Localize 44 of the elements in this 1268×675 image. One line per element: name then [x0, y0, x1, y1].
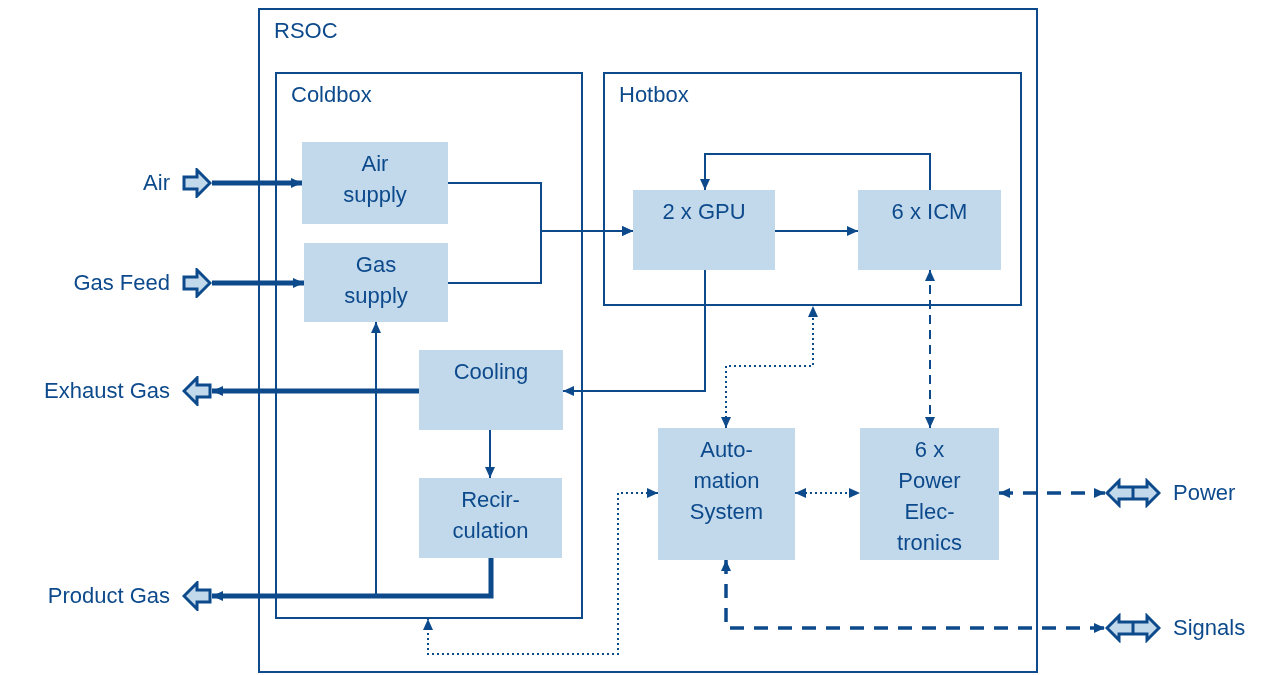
dotted-arrow: [423, 488, 659, 655]
process-box: [860, 428, 999, 560]
port-label: Product Gas: [47, 583, 170, 609]
dashed-arrow: [925, 269, 935, 429]
port-label: Air: [143, 170, 170, 196]
box-label: Gas supply: [343, 251, 409, 310]
group-title: Coldbox: [291, 82, 372, 108]
port-label: Exhaust Gas: [44, 378, 170, 404]
arrow: [212, 386, 419, 396]
dashed-arrow: [721, 560, 1105, 633]
box-label: 2 x GPU: [662, 198, 746, 226]
group-frame: [603, 72, 1022, 306]
group-title: RSOC: [274, 18, 338, 44]
process-box: [419, 350, 563, 430]
process-box: [858, 190, 1001, 270]
box-label: Cooling: [453, 358, 529, 386]
dotted-arrow: [794, 488, 861, 498]
box-label: 6 x ICM: [891, 198, 968, 226]
port-label: Power: [1173, 480, 1236, 506]
process-box: [304, 243, 448, 322]
process-box: [419, 478, 562, 558]
port-label: Signals: [1173, 615, 1246, 641]
dashed-arrow: [999, 488, 1105, 498]
box-label: Recir- culation: [451, 486, 530, 545]
arrow: [447, 226, 634, 284]
group-frame: [258, 8, 1038, 673]
process-box: [633, 190, 775, 270]
group-frame: [275, 72, 583, 619]
process-box: [658, 428, 795, 560]
arrow: [485, 429, 495, 479]
port-label: Gas Feed: [73, 270, 170, 296]
process-box: [302, 142, 448, 224]
arrow: [212, 178, 302, 188]
box-label: Air supply: [342, 150, 408, 209]
arrow: [212, 558, 494, 601]
group-title: Hotbox: [619, 82, 689, 108]
dotted-arrow: [721, 305, 818, 429]
arrow: [371, 321, 492, 597]
arrow: [562, 269, 706, 396]
box-label: 6 x Power Elec- tronics: [896, 436, 963, 557]
arrow: [212, 278, 304, 288]
arrow: [774, 226, 859, 236]
arrow: [700, 153, 931, 191]
box-label: Auto- mation System: [688, 436, 765, 526]
